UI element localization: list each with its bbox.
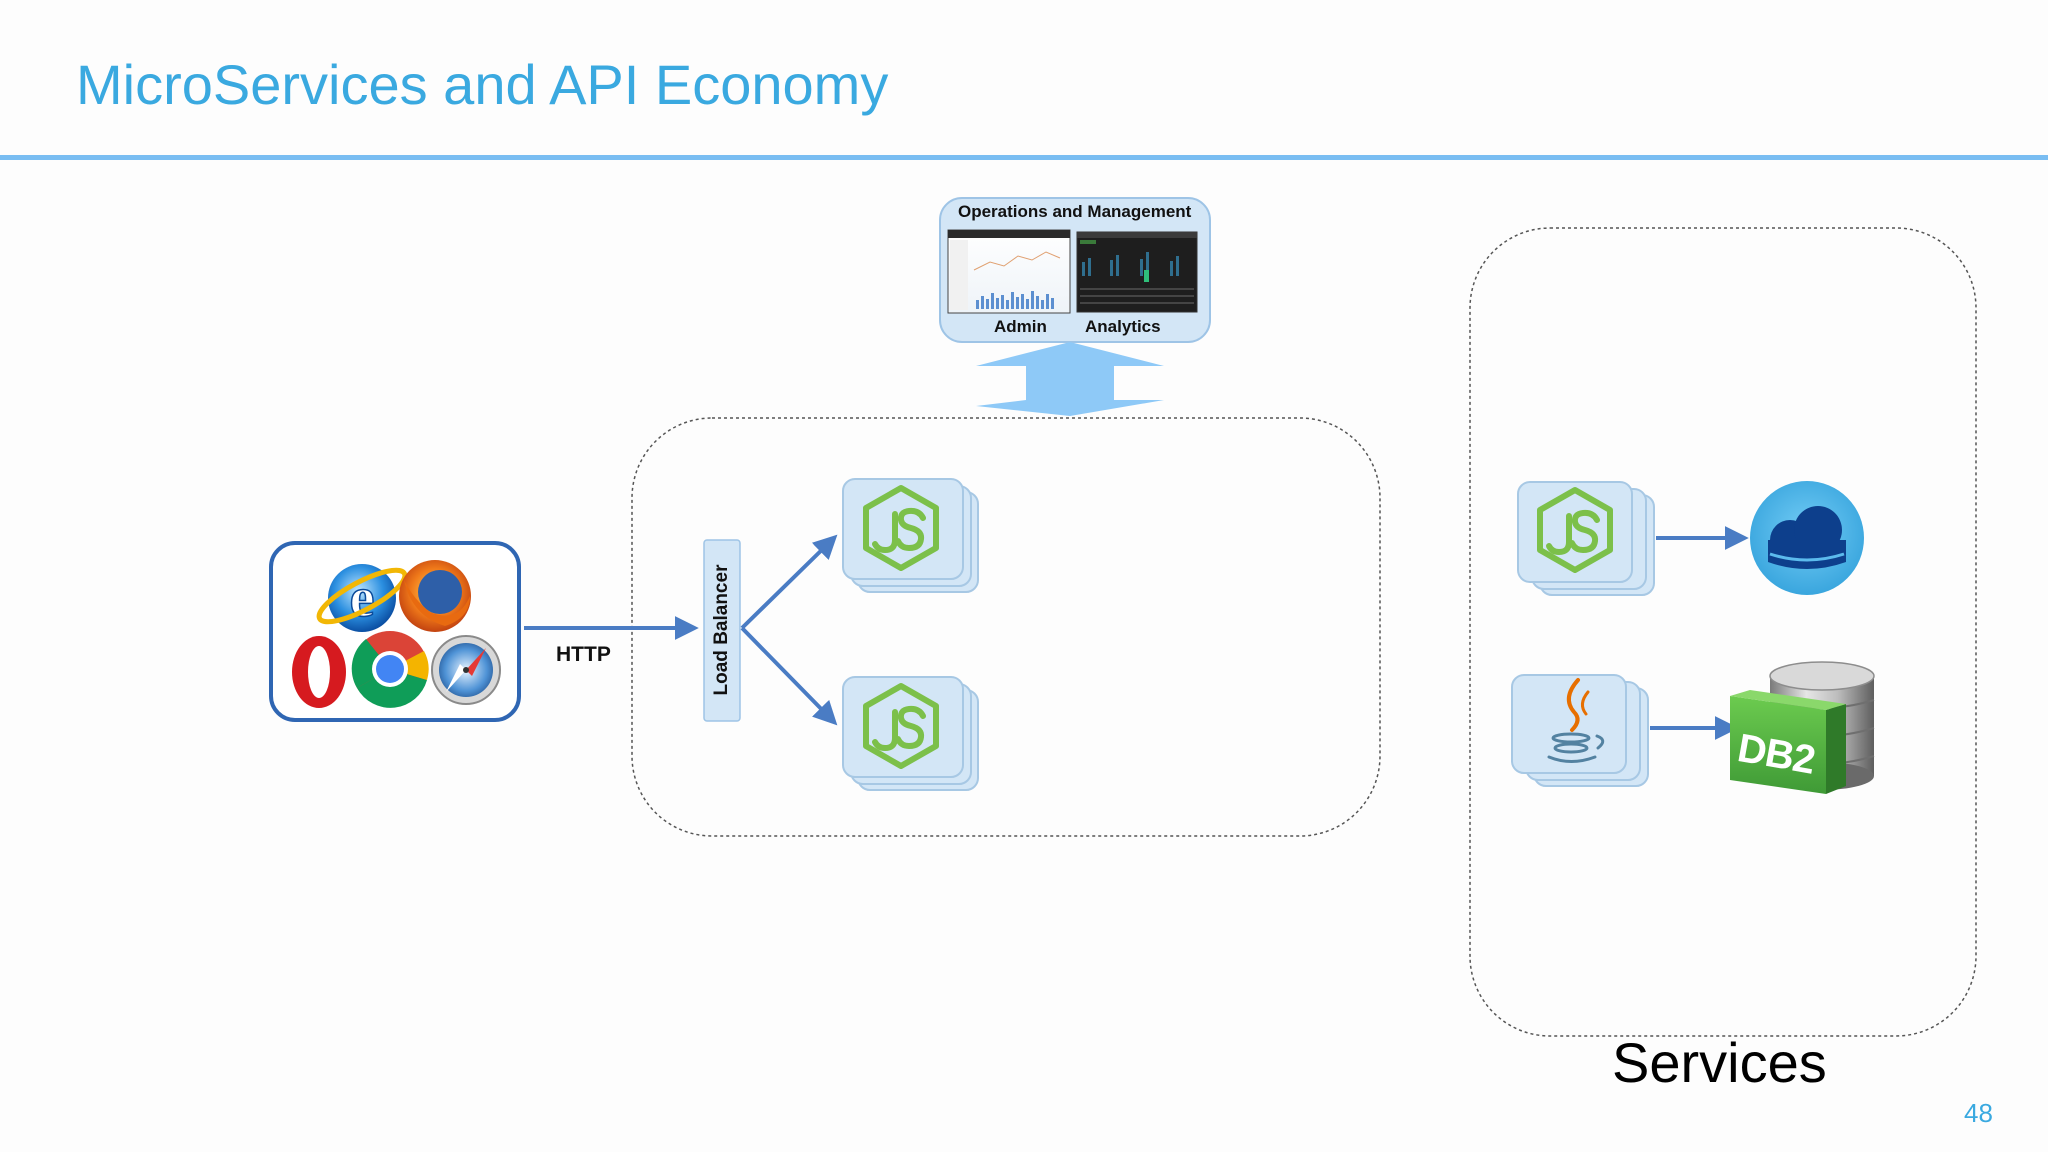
load-balancer-box — [703, 539, 741, 722]
lb-to-node-top-arrow — [740, 534, 838, 630]
operations-title: Operations and Management — [958, 202, 1192, 221]
service-java-instance — [1511, 674, 1649, 787]
internet-explorer-icon: e — [316, 564, 408, 632]
analytics-screenshot — [1076, 231, 1198, 313]
java-icon — [1547, 678, 1605, 763]
page-number: 48 — [1964, 1098, 1993, 1128]
operations-panel — [939, 197, 1211, 343]
operations-connector-arrow — [976, 342, 1164, 416]
slide-title: MicroServices and API Economy — [76, 53, 889, 116]
safari-icon — [431, 635, 501, 705]
browser-client: e — [269, 541, 521, 722]
cloud-database-icon — [1750, 481, 1864, 595]
admin-screenshot — [947, 229, 1071, 314]
firefox-icon — [399, 560, 471, 632]
lb-to-node-bottom-arrow — [740, 626, 838, 726]
nodejs-instance-bottom — [842, 676, 979, 791]
service-nodejs-instance — [1517, 481, 1655, 596]
load-balancer-label: Load Balancer — [711, 564, 732, 696]
analytics-label: Analytics — [1085, 317, 1161, 336]
nodejs-instance-top — [842, 478, 979, 593]
services-label: Services — [1612, 1031, 1827, 1094]
http-label: HTTP — [556, 643, 611, 666]
title-rule — [0, 155, 2048, 160]
chrome-icon — [351, 631, 429, 708]
services-container — [1469, 227, 1977, 1037]
opera-icon — [292, 636, 346, 708]
admin-label: Admin — [994, 317, 1047, 336]
db2-database-icon — [1730, 661, 1875, 794]
